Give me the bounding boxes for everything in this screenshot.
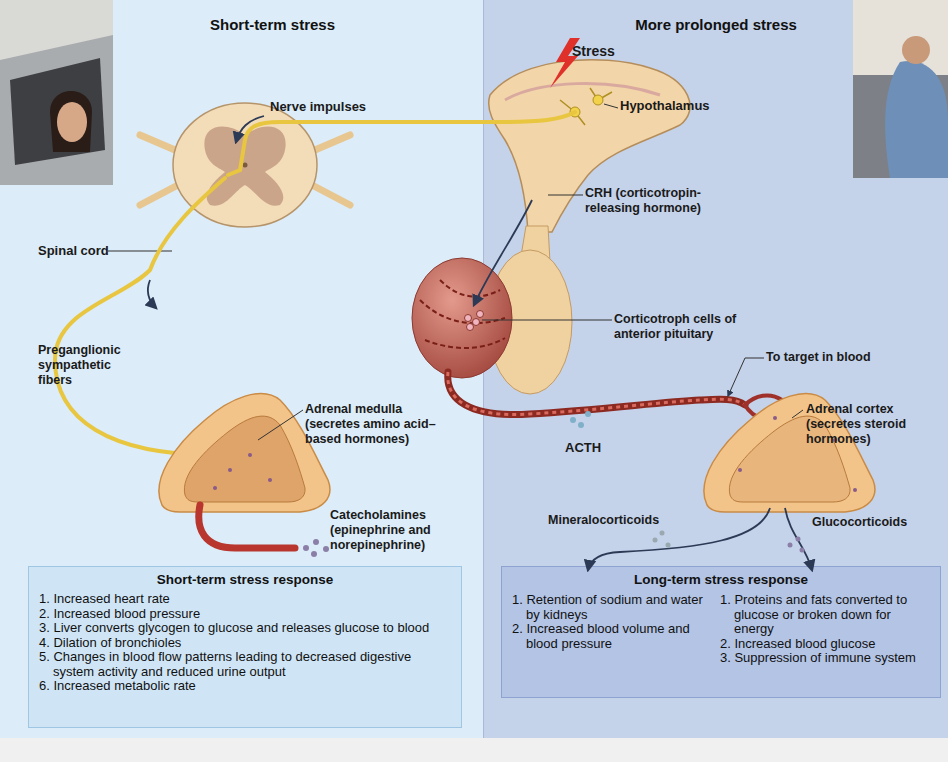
neuron-process [560, 88, 612, 125]
corticotroph-cell [477, 311, 484, 318]
response-box: Long-term stress response 1. Retention of… [501, 566, 941, 698]
list-item: 5. Changes in blood flow patterns leadin… [39, 650, 453, 679]
hormone-dot [796, 537, 801, 542]
part-label: Catecholamines (epinephrine and norepine… [330, 508, 452, 553]
adrenal-gland [159, 394, 330, 512]
part-label: Spinal cord [38, 243, 109, 258]
text-group: Short-term stress response [29, 567, 461, 590]
leader-line [108, 251, 172, 252]
corticotroph-cell [467, 324, 474, 331]
part-label: Adrenal medulla (secretes amino acid–bas… [305, 402, 460, 447]
part-label: ACTH [565, 440, 601, 455]
car-body [0, 35, 113, 185]
crh-arrow [474, 200, 532, 305]
hormone-dot [311, 551, 317, 557]
cell-dot [268, 478, 272, 482]
list-item: 2. Increased blood volume and blood pres… [512, 622, 712, 651]
hormone-dot [323, 546, 329, 552]
cell-dot [213, 486, 217, 490]
cell-dot [773, 416, 777, 420]
list-item: 2. Increased blood pressure [39, 607, 453, 622]
adrenal-medulla-shape [184, 416, 305, 502]
neuron [593, 95, 603, 105]
capillary [420, 280, 505, 348]
list-item: 1. Retention of sodium and water by kidn… [512, 593, 712, 622]
hormone-dot [313, 539, 319, 545]
part-label: To target in blood [766, 350, 871, 365]
nerve-fiber [228, 112, 575, 175]
leader-arrow [728, 358, 764, 396]
direction-arrow [236, 116, 264, 142]
direction-arrow [148, 280, 156, 308]
list-item: 4. Dilation of bronchioles [39, 636, 453, 651]
photo [853, 0, 948, 178]
hormone-dot [303, 545, 309, 551]
list-item: 3. Suppression of immune system [720, 651, 932, 666]
cell-dot [738, 468, 742, 472]
part-label: CRH (corticotropin-releasing hormone) [585, 186, 725, 216]
text-group: 1. Increased heart rate2. Increased bloo… [29, 590, 461, 694]
hormone-dot [653, 538, 658, 543]
panel-heading: Short-term stress [62, 16, 483, 33]
list-item: 3. Liver converts glycogen to glucose an… [39, 621, 453, 636]
text-group: 1. Retention of sodium and water by kidn… [512, 593, 712, 651]
corticotroph-cell [473, 319, 480, 326]
hair [50, 91, 92, 152]
part-label: Stress [572, 44, 615, 59]
hormone-dot [585, 411, 591, 417]
person [885, 61, 948, 178]
box-title: Short-term stress response [29, 567, 461, 590]
part-label: Glucocorticoids [812, 515, 907, 530]
blood-vessel [448, 372, 745, 415]
head [902, 36, 930, 64]
list-item: 2. Increased blood glucose [720, 637, 932, 652]
part-label: Hypothalamus [620, 98, 710, 113]
part-label: Corticotroph cells of anterior pituitary [614, 312, 764, 342]
leader-line [792, 410, 803, 418]
list-item: 6. Increased metabolic rate [39, 679, 453, 694]
adrenal-cortex-shape [159, 394, 330, 512]
response-box: Short-term stress response1. Increased h… [28, 566, 462, 728]
cell-dot [228, 468, 232, 472]
blood-vessel [199, 505, 295, 548]
brain-fold [505, 84, 660, 100]
hormone-dot [660, 531, 665, 536]
hormone-dot [800, 548, 805, 553]
box-title: Long-term stress response [502, 567, 940, 590]
text-group: Long-term stress response [502, 567, 940, 590]
leader-line [258, 410, 303, 440]
hormone-dot [666, 543, 671, 548]
part-label: Nerve impulses [270, 99, 366, 114]
hormone-dot [578, 422, 584, 428]
photo [0, 0, 113, 185]
list-item: 1. Increased heart rate [39, 592, 453, 607]
leader-line [482, 320, 612, 321]
car-window [10, 58, 105, 165]
corticotroph-cell [465, 315, 472, 322]
central-canal [243, 163, 248, 168]
anterior-pituitary [412, 258, 512, 378]
hormone-dot [570, 417, 576, 423]
part-label: Preganglionic sympathetic fibers [38, 343, 138, 388]
list-item: 1. Proteins and fats converted to glucos… [720, 593, 932, 637]
face [57, 102, 87, 142]
cell-dot [248, 453, 252, 457]
hormone-dot [788, 543, 793, 548]
leader-line [548, 195, 583, 196]
text-group: 1. Proteins and fats converted to glucos… [720, 593, 932, 666]
nerve-fiber [55, 178, 225, 455]
part-label: Mineralocorticoids [548, 513, 659, 528]
blood-vessel [448, 372, 745, 415]
hormone-arrow [785, 508, 812, 570]
leader-line [604, 104, 618, 108]
part-label: Adrenal cortex (secretes steroid hormone… [806, 402, 918, 447]
cell-dot [853, 488, 857, 492]
